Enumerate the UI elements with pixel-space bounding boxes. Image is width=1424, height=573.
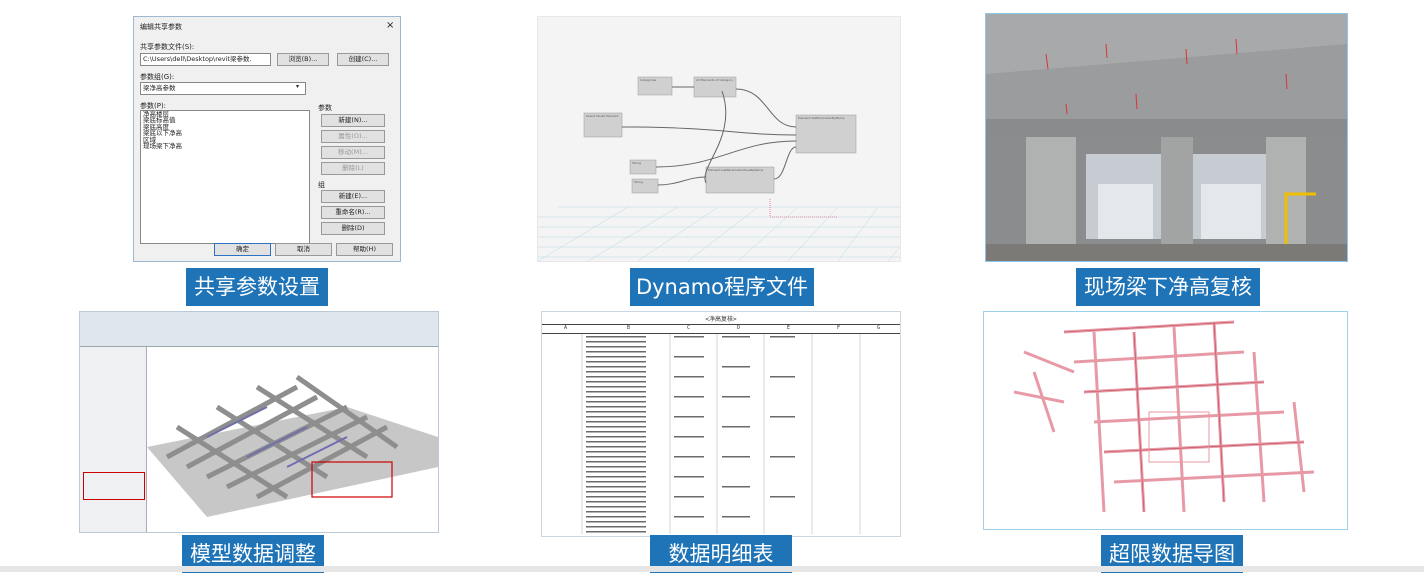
card-shared-params: 编辑共享参数 × 共享参数文件(S): C:\Users\dell\Deskto…: [133, 16, 401, 262]
cancel-button[interactable]: 取消: [275, 243, 332, 256]
table-title: <净高复核>: [705, 316, 737, 323]
list-item[interactable]: 梁底标高值: [143, 116, 176, 125]
help-button[interactable]: 帮助(H): [336, 243, 393, 256]
node-string-1[interactable]: String: [632, 161, 641, 165]
highlight-box: [83, 472, 145, 500]
beam-model-view: [147, 374, 438, 517]
list-item[interactable]: 现场梁下净高: [143, 142, 182, 151]
table-grid: [581, 334, 861, 534]
node-select-model[interactable]: Select Model Element: [586, 114, 619, 118]
group-label: 参数组(G):: [140, 73, 175, 81]
caption-dynamo: Dynamo程序文件: [630, 268, 814, 306]
col-f: F: [837, 325, 841, 331]
node-categories[interactable]: Categories: [640, 78, 657, 82]
delete-group-button[interactable]: 删除(D): [321, 222, 385, 235]
exceed-plan-drawing: [1013, 320, 1315, 513]
browse-button[interactable]: 浏览(B)...: [277, 53, 329, 66]
edit-shared-params-dialog: 编辑共享参数 × 共享参数文件(S): C:\Users\dell\Deskto…: [134, 17, 400, 261]
delete-param-button[interactable]: 删除(L): [321, 162, 385, 175]
schedule-table: <净高复核> A B C D E F G: [542, 312, 900, 536]
footer-divider: [0, 566, 1424, 572]
node-string-2[interactable]: String: [634, 180, 643, 184]
col-b: B: [627, 325, 631, 331]
param-section-label: 参数: [318, 104, 332, 112]
list-item[interactable]: 梁底以下净高: [143, 129, 182, 138]
card-model-adjust: [79, 311, 439, 533]
create-button[interactable]: 创建(C)...: [337, 53, 389, 66]
chevron-down-icon: ▾: [296, 83, 300, 90]
file-path-field[interactable]: C:\Users\dell\Desktop\revit梁参数.: [140, 53, 271, 66]
revit-properties-panel: [80, 347, 147, 532]
table-header-row: A B C D E F G: [542, 324, 900, 334]
col-c: C: [687, 325, 691, 331]
list-item[interactable]: 区域: [143, 135, 156, 144]
file-label: 共享参数文件(S):: [140, 43, 195, 51]
card-exceed-map: [983, 311, 1348, 530]
params-list[interactable]: 净高楼层 梁底标高值 梁底高度 梁底以下净高 区域 现场梁下净高: [140, 110, 310, 244]
move-button[interactable]: 移动(M)...: [321, 146, 385, 159]
dynamo-graph: Categories All Elements of Category Sele…: [538, 76, 900, 261]
list-item[interactable]: 净高楼层: [143, 110, 169, 118]
caption-shared-params: 共享参数设置: [186, 268, 328, 306]
col-e: E: [787, 325, 791, 331]
group-section-label: 组: [318, 181, 325, 189]
close-icon[interactable]: ×: [386, 20, 395, 31]
revit-ribbon: [80, 312, 438, 347]
properties-button[interactable]: 属性(O)...: [321, 130, 385, 143]
col-d: D: [737, 325, 741, 331]
caption-site-check: 现场梁下净高复核: [1076, 268, 1260, 306]
node-get-parameter[interactable]: Element.GetParameterValueByName: [708, 168, 763, 172]
col-a: A: [564, 325, 568, 331]
node-all-elements[interactable]: All Elements of Category: [696, 78, 733, 82]
new-group-button[interactable]: 新建(E)...: [321, 190, 385, 203]
new-param-button[interactable]: 新建(N)...: [321, 114, 385, 127]
site-photo-image: [986, 14, 1347, 261]
ok-button[interactable]: 确定: [214, 243, 271, 256]
card-dynamo: Categories All Elements of Category Sele…: [537, 16, 901, 262]
group-select[interactable]: 梁净高参数: [140, 82, 306, 95]
col-g: G: [877, 325, 881, 331]
dialog-title: 编辑共享参数: [140, 23, 182, 31]
rename-group-button[interactable]: 重命名(R)...: [321, 206, 385, 219]
params-label: 参数(P):: [140, 102, 167, 110]
card-site-photo: [985, 13, 1348, 262]
node-set-parameter[interactable]: Element.SetParameterByName: [798, 116, 845, 120]
card-data-table: <净高复核> A B C D E F G: [541, 311, 901, 537]
list-item[interactable]: 梁底高度: [143, 122, 169, 131]
